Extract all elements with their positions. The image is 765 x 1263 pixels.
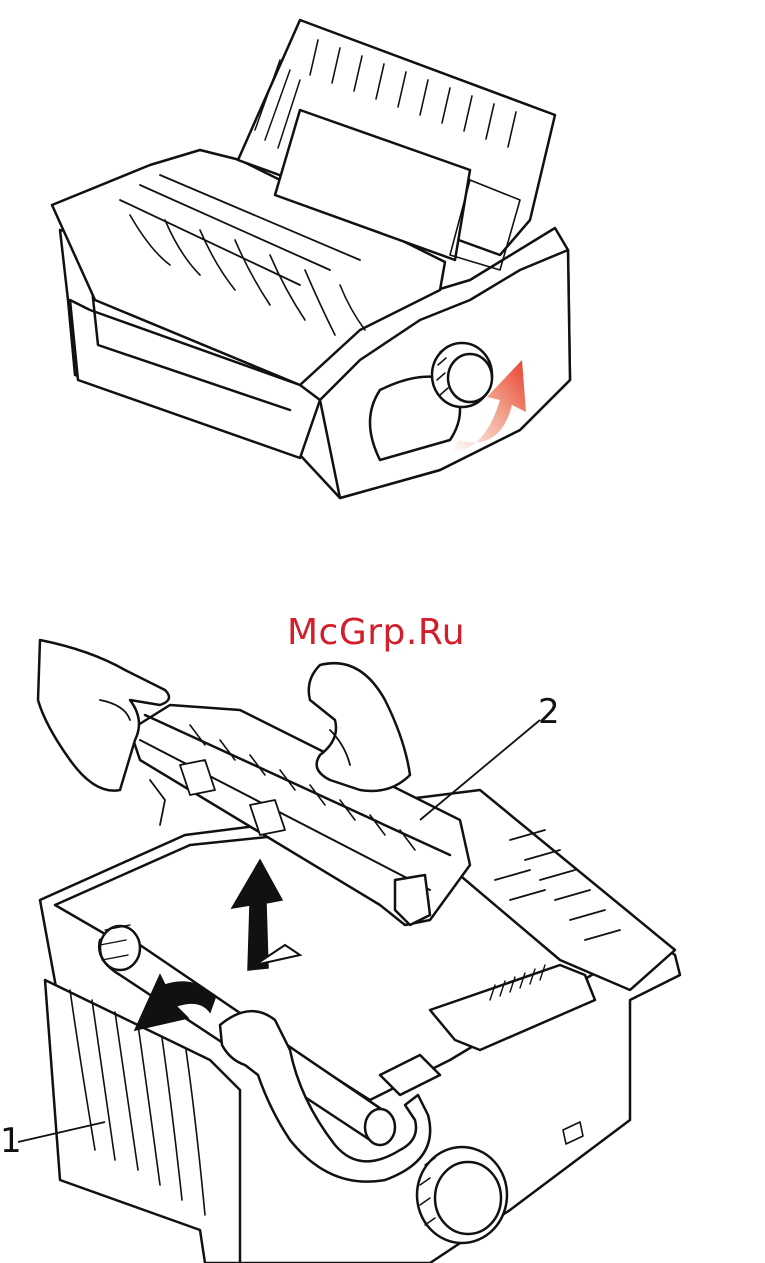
callout-label-1: 1 <box>0 1124 22 1158</box>
callout-label-2: 2 <box>538 695 560 729</box>
watermark-text: McGrp.Ru <box>287 612 465 653</box>
